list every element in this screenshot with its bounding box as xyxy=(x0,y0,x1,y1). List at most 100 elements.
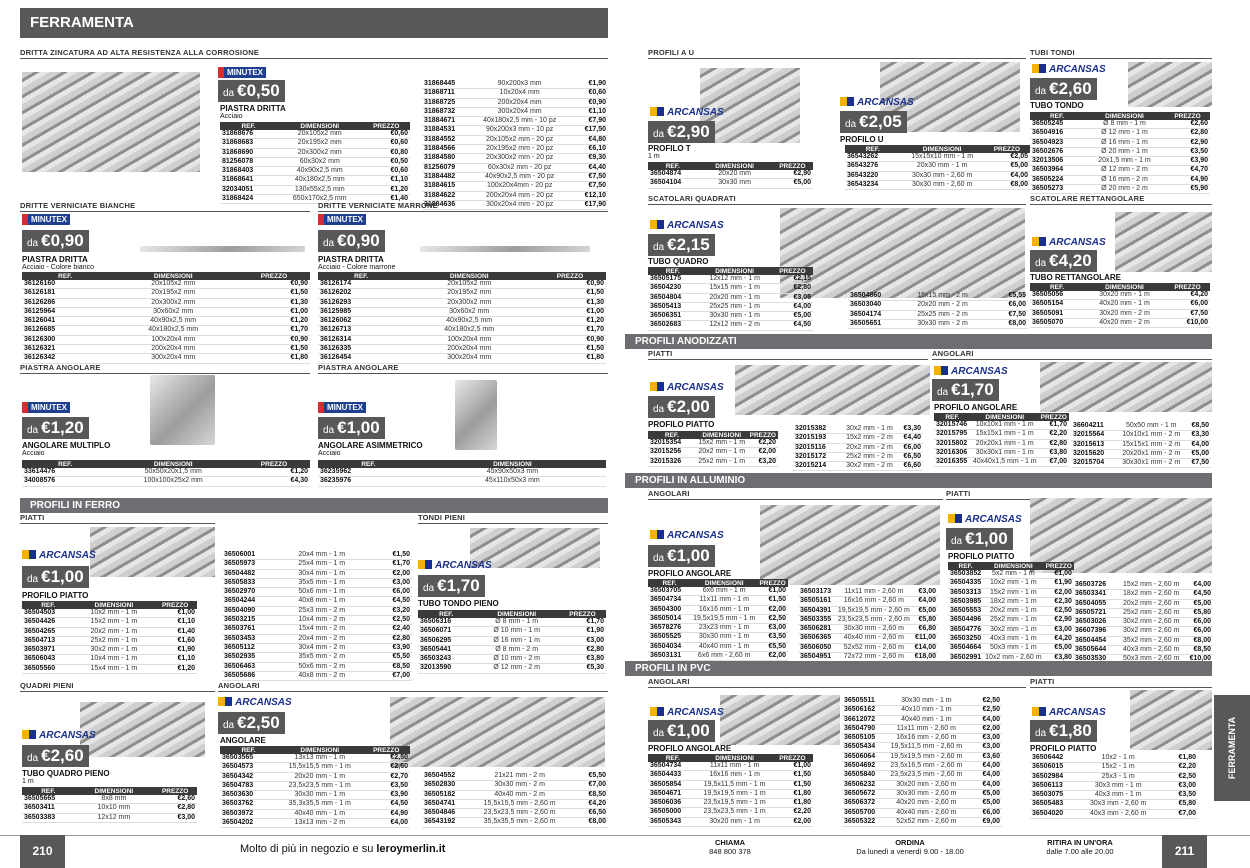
site-link[interactable]: leroymerlin.it xyxy=(376,843,446,855)
side-tab-ferramenta[interactable]: FERRAMENTA xyxy=(1214,695,1250,801)
